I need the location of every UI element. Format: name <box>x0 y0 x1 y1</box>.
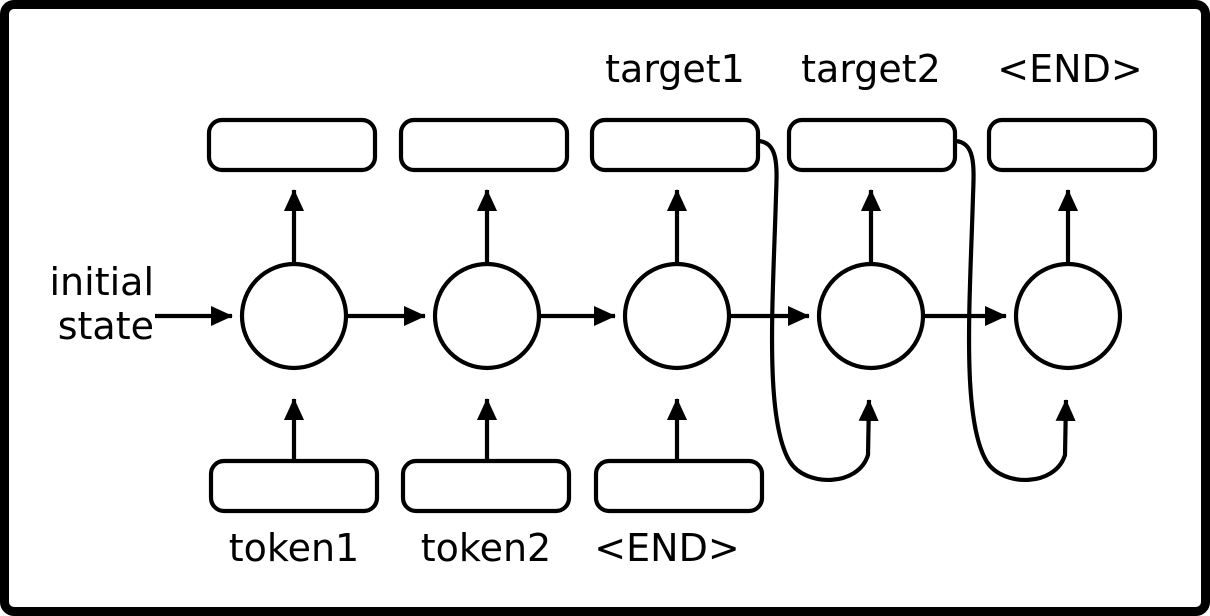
initial-state-label-line2: state <box>57 304 154 348</box>
rnn-cell-1[interactable] <box>239 261 349 371</box>
initial-state-label-line1: initial <box>49 260 155 304</box>
rnn-cell-5[interactable] <box>1013 261 1123 371</box>
input-label-3: <END> <box>594 526 740 570</box>
rnn-cell-2[interactable] <box>432 261 542 371</box>
output-label-5: <END> <box>997 47 1143 91</box>
input-box-3[interactable] <box>593 458 765 514</box>
input-box-2[interactable] <box>400 458 572 514</box>
output-box-5[interactable] <box>986 117 1158 173</box>
input-label-2: token2 <box>420 526 552 570</box>
feedback-loop-2 <box>954 138 1076 483</box>
output-box-3[interactable] <box>589 117 761 173</box>
rnn-cell-3[interactable] <box>622 261 732 371</box>
input-box-1[interactable] <box>208 458 380 514</box>
input-label-1: token1 <box>228 526 360 570</box>
output-box-4[interactable] <box>786 117 958 173</box>
output-label-4: target2 <box>801 47 941 91</box>
output-box-2[interactable] <box>398 117 570 173</box>
output-box-1[interactable] <box>206 117 378 173</box>
rnn-cell-4[interactable] <box>816 261 926 371</box>
feedback-loop-1 <box>757 138 879 483</box>
output-label-3: target1 <box>605 47 745 91</box>
